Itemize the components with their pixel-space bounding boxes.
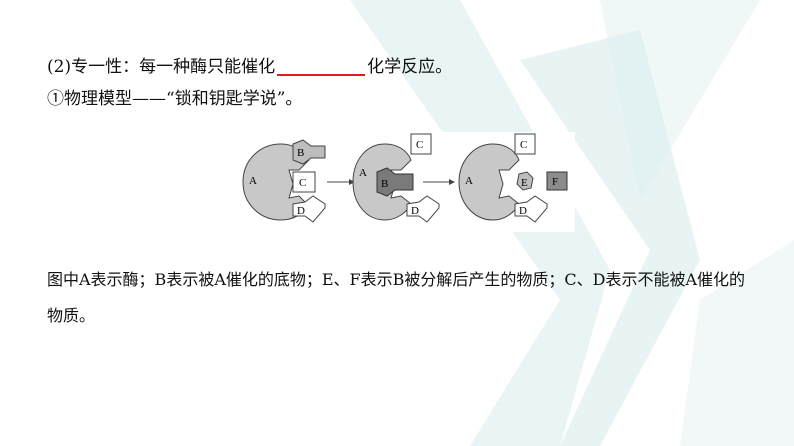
label-c-stage2: C: [416, 139, 423, 151]
bound-substrate-b: [376, 167, 414, 197]
answer-underline: [277, 73, 366, 76]
label-b-stage2: B: [381, 178, 388, 190]
label-f: F: [552, 176, 558, 188]
shape-d-stage3: [514, 195, 548, 223]
line1-suffix: 化学反应。: [367, 57, 453, 77]
label-b-stage1: B: [297, 147, 304, 159]
figure-description: 图中A表示酶；B表示被A催化的底物；E、F表示B被分解后产生的物质；C、D表示不…: [47, 270, 746, 325]
substrate-b: [292, 139, 326, 165]
lock-key-diagram: A B C D A B C D A C E F D: [242, 133, 568, 223]
arrow-2-head: [449, 179, 455, 185]
label-a-stage3: A: [465, 175, 473, 187]
shape-d-stage2: [406, 195, 440, 223]
product-f: [546, 171, 568, 191]
product-e: [516, 171, 534, 191]
line1-prefix: (2)专一性：每一种酶只能催化: [47, 57, 276, 77]
answer-blank: [275, 58, 367, 78]
model-heading: ①物理模型——“锁和钥匙学说”。: [47, 89, 303, 109]
label-a-stage2: A: [359, 167, 367, 179]
arrow-1-head: [349, 179, 355, 185]
label-a-stage1: A: [249, 175, 257, 187]
label-c-stage1: C: [299, 177, 306, 189]
label-e: E: [521, 177, 528, 189]
box-c-stage1: [292, 171, 316, 193]
label-d-stage2: D: [411, 205, 419, 217]
box-c-stage3: [514, 133, 536, 155]
box-c-stage2: [410, 133, 432, 155]
shape-d-stage1: [292, 195, 326, 223]
enzyme-a-stage3: [458, 143, 520, 221]
label-d-stage1: D: [297, 205, 305, 217]
lock-and-key-figure: A B C D A B C D A C E F D: [235, 132, 575, 232]
specificity-heading: (2)专一性：每一种酶只能催化 化学反应。: [47, 56, 452, 78]
label-d-stage3: D: [519, 205, 527, 217]
label-c-stage3: C: [520, 139, 527, 151]
